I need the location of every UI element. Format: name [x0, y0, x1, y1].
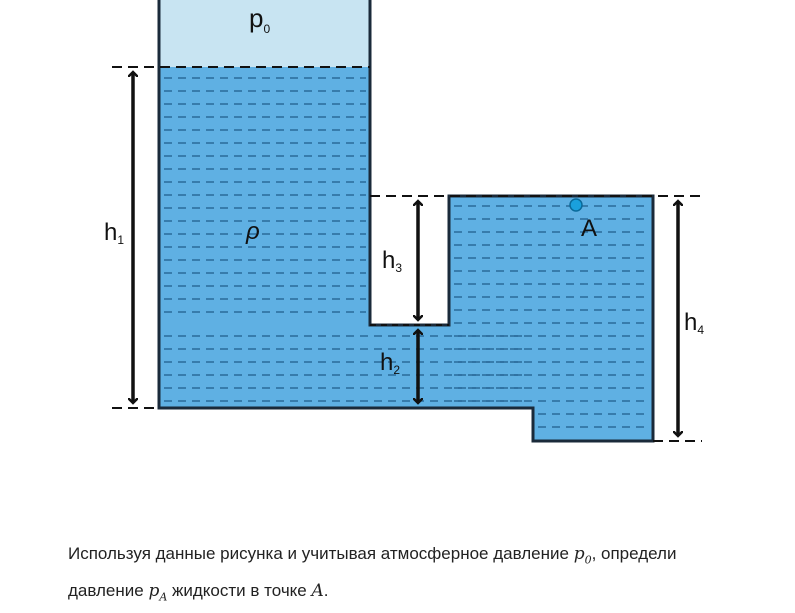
caption-line-1: Используя данные рисунка и учитывая атмо… [68, 544, 677, 567]
label-rho: ρ [245, 218, 260, 245]
label-h4: h4 [684, 309, 704, 337]
label-p0: p0 [249, 3, 270, 36]
air-region [159, 0, 370, 67]
pa-formula: pA [148, 581, 168, 604]
vessel-wall [157, 0, 655, 443]
liquid-dash-lines [164, 77, 648, 428]
point-a-formula: A [311, 581, 324, 602]
caption-line-2: давление pA жидкости в точке A. [68, 581, 329, 604]
p0-formula: p0 [573, 544, 592, 567]
label-h2: h2 [380, 349, 400, 377]
label-h3: h3 [382, 247, 402, 275]
liquid-body [159, 67, 653, 441]
hydrostatic-diagram: p0 ρ h1 h3 h2 h4 A [104, 0, 704, 443]
label-h1: h1 [104, 219, 124, 247]
problem-caption: Используя данные рисунка и учитывая атмо… [68, 538, 768, 613]
point-a-marker [569, 198, 583, 212]
label-point-a: A [581, 215, 597, 242]
